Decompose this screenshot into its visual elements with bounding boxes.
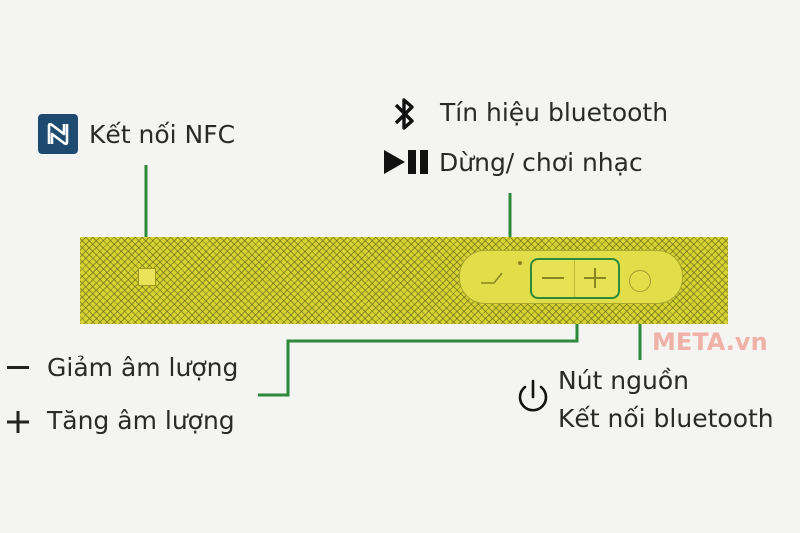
plus-icon <box>7 411 29 433</box>
play-pause-icon <box>384 150 428 174</box>
volume-button-group <box>530 258 620 299</box>
nfc-icon <box>38 114 78 154</box>
bluetooth-connect-label: Kết nối bluetooth <box>558 404 774 433</box>
bluetooth-indicator <box>518 261 522 265</box>
speaker-nfc-mark <box>138 268 156 286</box>
bluetooth-signal-label: Tín hiệu bluetooth <box>440 98 669 127</box>
minus-icon <box>7 366 29 369</box>
play-pause-label: Dừng/ chơi nhạc <box>439 148 643 177</box>
power-label: Nút nguồn <box>558 366 689 395</box>
panel-volume-down-button[interactable] <box>542 277 564 279</box>
watermark-logo: META.vn <box>652 328 768 356</box>
panel-volume-up-stroke <box>594 268 596 288</box>
volume-leader-line <box>258 296 579 397</box>
bluetooth-icon <box>394 98 414 130</box>
button-divider <box>574 260 575 297</box>
nfc-label: Kết nối NFC <box>89 120 236 149</box>
volume-up-label: Tăng âm lượng <box>47 406 235 435</box>
panel-play-button[interactable] <box>480 269 506 285</box>
power-icon <box>518 379 548 412</box>
volume-down-label: Giảm âm lượng <box>47 353 239 382</box>
panel-power-button[interactable] <box>629 270 651 292</box>
